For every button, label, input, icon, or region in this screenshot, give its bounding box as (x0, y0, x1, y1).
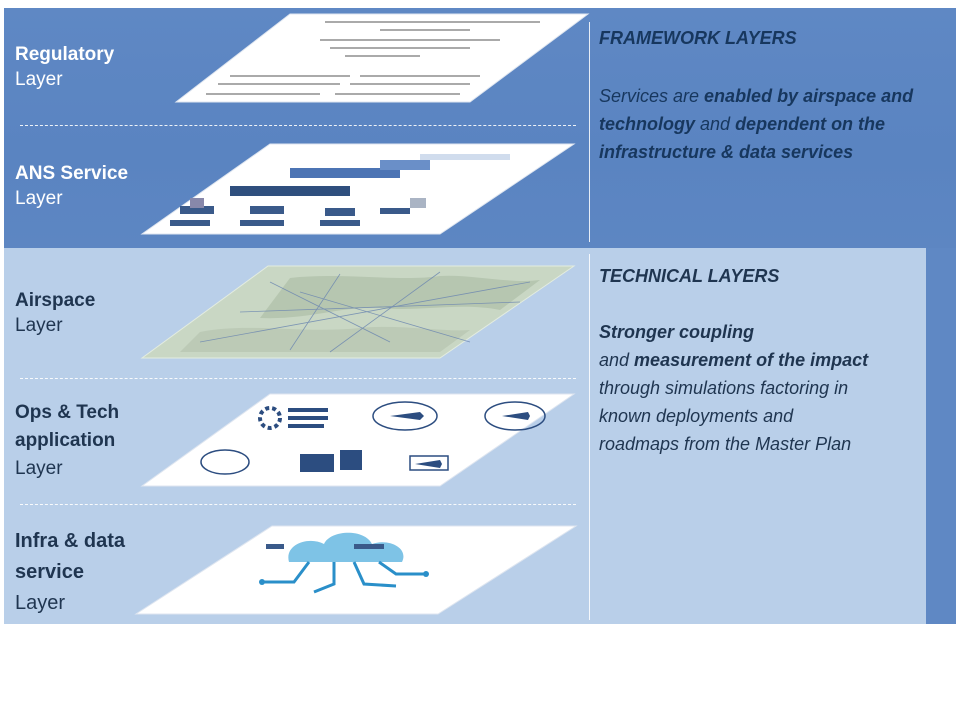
separator-2 (20, 378, 576, 379)
ops-tech-layer-image (140, 393, 576, 487)
separator-1 (20, 125, 576, 126)
airspace-layer-image (140, 265, 576, 359)
technical-divider (589, 254, 590, 620)
diagram-panel (4, 8, 956, 624)
label-ops-tech: Ops & Tech application Layer (15, 402, 120, 479)
framework-description: Services are enabled by airspace and tec… (599, 86, 914, 162)
label-regulatory: Regulatory Layer (15, 44, 115, 90)
right-strip (926, 248, 956, 624)
regulatory-layer-image (174, 13, 590, 103)
label-infra-data: Infra & data service Layer (15, 530, 126, 614)
infra-data-layer-image (134, 525, 578, 615)
label-airspace: Airspace Layer (15, 290, 96, 336)
ans-service-layer-image (140, 143, 576, 235)
technical-heading: TECHNICAL LAYERS (599, 266, 780, 286)
framework-heading: FRAMEWORK LAYERS (599, 28, 797, 48)
label-ans-service: ANS Service Layer (15, 163, 129, 209)
separator-3 (20, 504, 576, 505)
framework-divider (589, 22, 590, 242)
